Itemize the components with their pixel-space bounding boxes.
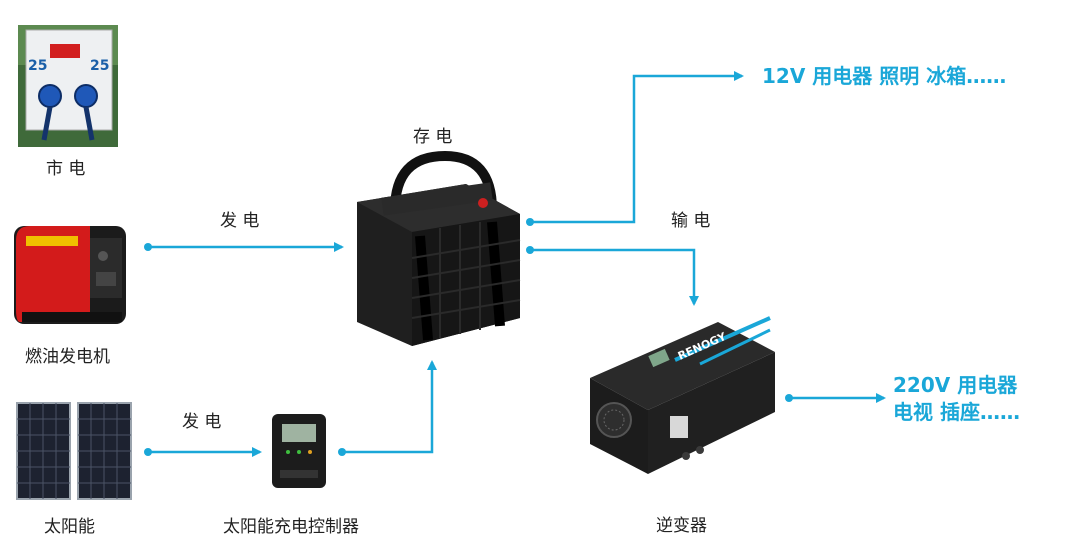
charge-controller-image bbox=[272, 414, 326, 488]
connector-generator-battery bbox=[144, 242, 344, 252]
battery-storage-label: 存 电 bbox=[413, 127, 453, 147]
battery-image bbox=[357, 150, 521, 346]
connector-controller-battery bbox=[338, 360, 437, 456]
connector-battery-inverter bbox=[526, 246, 699, 306]
solar-panels-image bbox=[16, 402, 132, 500]
inverter-image: RENOGY bbox=[590, 316, 775, 474]
svg-text:25: 25 bbox=[28, 58, 47, 74]
solar-label: 太阳能 bbox=[44, 517, 95, 537]
connector-solar-controller bbox=[144, 447, 262, 457]
generator-edge-label: 发 电 bbox=[220, 211, 260, 231]
connector-inverter-220v bbox=[785, 393, 886, 403]
output-edge-label: 输 电 bbox=[671, 211, 711, 231]
output-220v-label-line1: 220V 用电器 bbox=[893, 373, 1018, 397]
solar-edge-label: 发 电 bbox=[182, 412, 222, 432]
grid-power-label: 市 电 bbox=[46, 159, 86, 179]
fuel-generator-label: 燃油发电机 bbox=[25, 347, 110, 367]
connector-battery-12v bbox=[526, 71, 744, 226]
grid-socket-image: 25 25 bbox=[18, 25, 118, 147]
fuel-generator-image bbox=[14, 226, 126, 324]
output-220v-label-line2: 电视 插座…… bbox=[893, 400, 1020, 424]
svg-text:25: 25 bbox=[90, 58, 109, 74]
output-12v-label: 12V 用电器 照明 冰箱…… bbox=[762, 64, 1007, 88]
inverter-label: 逆变器 bbox=[656, 516, 707, 536]
charge-controller-label: 太阳能充电控制器 bbox=[223, 517, 359, 537]
